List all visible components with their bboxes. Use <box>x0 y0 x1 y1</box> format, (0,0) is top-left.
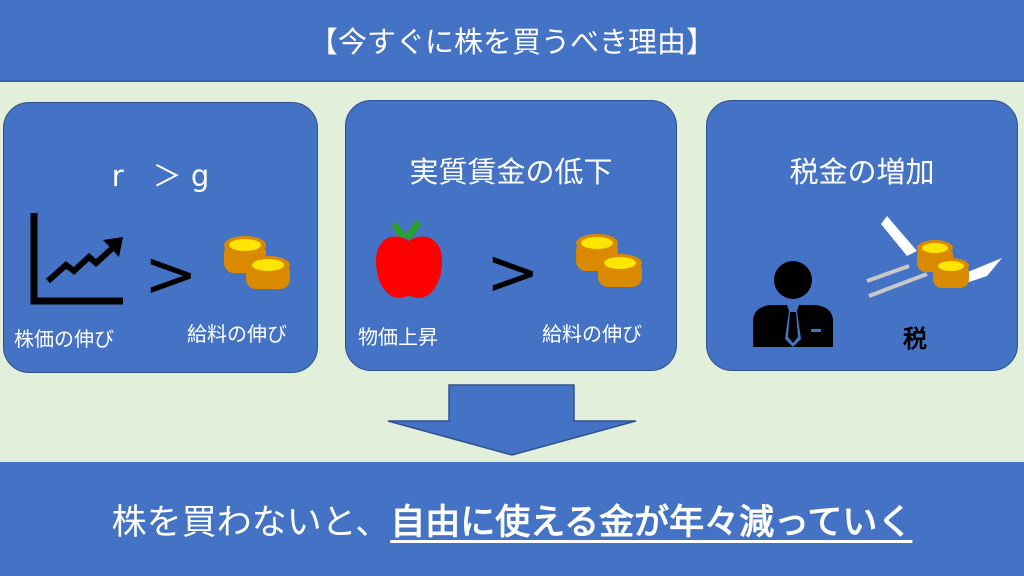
flying-coins-icon <box>866 216 1002 298</box>
conclusion-emphasis: 自由に使える金が年々減っていく <box>390 502 913 543</box>
conclusion-banner: 株を買わないと、自由に使える金が年々減っていく <box>0 462 1024 576</box>
salary-growth-label: 給料の伸び <box>542 322 642 346</box>
conclusion-prefix: 株を買わないと、 <box>111 502 391 543</box>
card-title: 税金の増加 <box>789 155 935 189</box>
slide-title: 【今すぐに株を買うべき理由】 <box>0 0 1024 82</box>
card-real-wage-decline: 実質賃金の低下 > 物価上昇 給料の伸び <box>345 100 677 371</box>
price-rise-label: 物価上昇 <box>358 325 438 349</box>
businessman-icon <box>753 261 833 347</box>
greater-than-sign: > <box>144 238 198 312</box>
card-title: 実質賃金の低下 <box>409 155 613 189</box>
card-tax-increase: 税金の増加 税 <box>706 100 1018 371</box>
down-arrow <box>387 384 637 456</box>
card-r-greater-g: r ＞ g > 株価の伸び 給料の伸び <box>3 102 318 373</box>
coins-icon <box>576 234 642 287</box>
apple-icon <box>376 219 442 298</box>
salary-growth-label: 給料の伸び <box>187 322 287 346</box>
tax-label: 税 <box>903 325 927 353</box>
card-title: r ＞ g <box>111 159 210 193</box>
stock-growth-label: 株価の伸び <box>14 327 114 351</box>
stock-chart-icon <box>30 213 123 305</box>
coins-icon <box>224 236 290 289</box>
greater-than-sign: > <box>486 236 540 310</box>
